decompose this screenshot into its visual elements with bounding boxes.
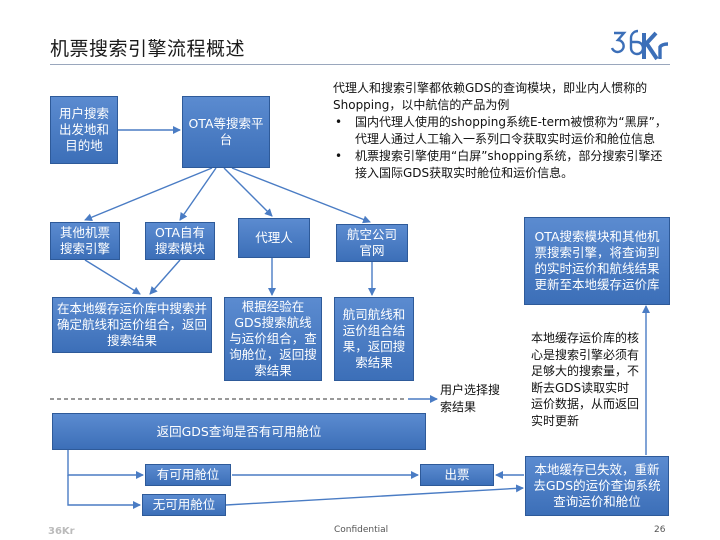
arrow-gds-to-no-seats [67,475,141,509]
airline-site-label: 航空公司官网 [346,227,397,258]
agent-result-box: 根据经验在GDS搜索航线与运价组合，查询舱位，返回搜索结果 [224,297,322,381]
airline-site-box: 航空公司官网 [336,224,408,262]
notes-bullet: • 机票搜索引擎使用“白屏”shopping系统，部分搜索引擎还接入国际GDS获… [333,148,673,182]
footer-brand-mark: 36Kr [48,526,75,537]
arrow-ota-to-own [179,167,217,221]
agent-result-label: 根据经验在GDS搜索航线与运价组合，查询舱位，返回搜索结果 [229,299,317,378]
ota-gds-update-box: OTA搜索模块和其他机票搜索引擎，将查询到的实时运价和航线结果更新至本地缓存运价… [524,217,670,305]
arrow-ota-to-other [84,167,213,222]
ota-own-label: OTA自有搜索模块 [154,225,206,256]
has-seats-box: 有可用舱位 [145,464,231,486]
footer-logo: 36Kr [48,519,75,537]
agent-box: 代理人 [238,218,310,258]
user-select-label: 用户选择搜索结果 [440,383,501,414]
cache-core-note: 本地缓存运价库的核心是搜索引擎必须有足够大的搜索量，不断去GDS读取实时运价数据… [531,331,640,428]
page-number: 26 [654,525,666,535]
issue-ticket-box: 出票 [420,464,494,486]
cache-invalid-box: 本地缓存已失效，重新去GDS的运价查询系统查询运价和舱位 [525,456,669,516]
local-cache-search-label: 在本地缓存运价库中搜索并确定航线和运价组合，返回搜索结果 [57,301,208,348]
notes-bullet-text: 机票搜索引擎使用“白屏”shopping系统，部分搜索引擎还接入国际GDS获取实… [355,149,663,180]
return-gds-check-box: 返回GDS查询是否有可用舱位 [52,413,426,450]
local-cache-search-box: 在本地缓存运价库中搜索并确定航线和运价组合，返回搜索结果 [52,297,212,353]
user-search-box: 用户搜索出发地和目的地 [50,96,118,164]
confidential-label: Confidential [334,525,389,535]
gds-notes: 代理人和搜索引擎都依赖GDS的查询模块，即业内人惯称的Shopping，以中航信… [333,80,673,182]
ota-platform-label: OTA等搜索平台 [188,116,264,147]
title-divider [50,64,670,65]
page-title: 机票搜索引擎流程概述 [50,38,246,60]
ota-gds-update-label: OTA搜索模块和其他机票搜索引擎，将查询到的实时运价和航线结果更新至本地缓存运价… [534,229,660,292]
arrow-ota-to-agent [223,167,273,217]
other-engines-box: 其他机票搜索引擎 [50,222,120,260]
airline-result-label: 航司航线和运价组合结果，返回搜索结果 [342,307,406,370]
has-seats-label: 有可用舱位 [156,467,220,482]
no-seats-label: 无可用舱位 [152,497,216,512]
ota-own-box: OTA自有搜索模块 [145,222,215,260]
agent-label: 代理人 [255,230,293,245]
cache-invalid-label: 本地缓存已失效，重新去GDS的运价查询系统查询运价和舱位 [533,462,661,509]
notes-intro: 代理人和搜索引擎都依赖GDS的查询模块，即业内人惯称的Shopping，以中航信… [333,81,648,112]
arrow-ota-to-airline [231,167,371,224]
no-seats-box: 无可用舱位 [142,494,226,516]
notes-bullet-text: 国内代理人使用的shopping系统E-term被惯称为“黑屏”，代理人通过人工… [355,115,667,146]
notes-bullet: • 国内代理人使用的shopping系统E-term被惯称为“黑屏”，代理人通过… [333,114,673,148]
bullet-marker: • [335,115,343,129]
return-gds-check-label: 返回GDS查询是否有可用舱位 [156,423,322,439]
arrow-own-to-cache [149,259,181,295]
user-search-label: 用户搜索出发地和目的地 [58,106,109,153]
ota-platform-box: OTA等搜索平台 [182,96,270,168]
other-engines-label: 其他机票搜索引擎 [59,225,110,256]
airline-result-box: 航司航线和运价组合结果，返回搜索结果 [334,297,414,381]
brand-logo [610,29,669,61]
bullet-marker: • [335,149,343,163]
arrow-no-to-invalid [225,484,524,506]
issue-ticket-label: 出票 [444,467,470,482]
arrow-other-to-cache [84,259,141,295]
arrow-gds-to-has-seats [67,450,144,479]
